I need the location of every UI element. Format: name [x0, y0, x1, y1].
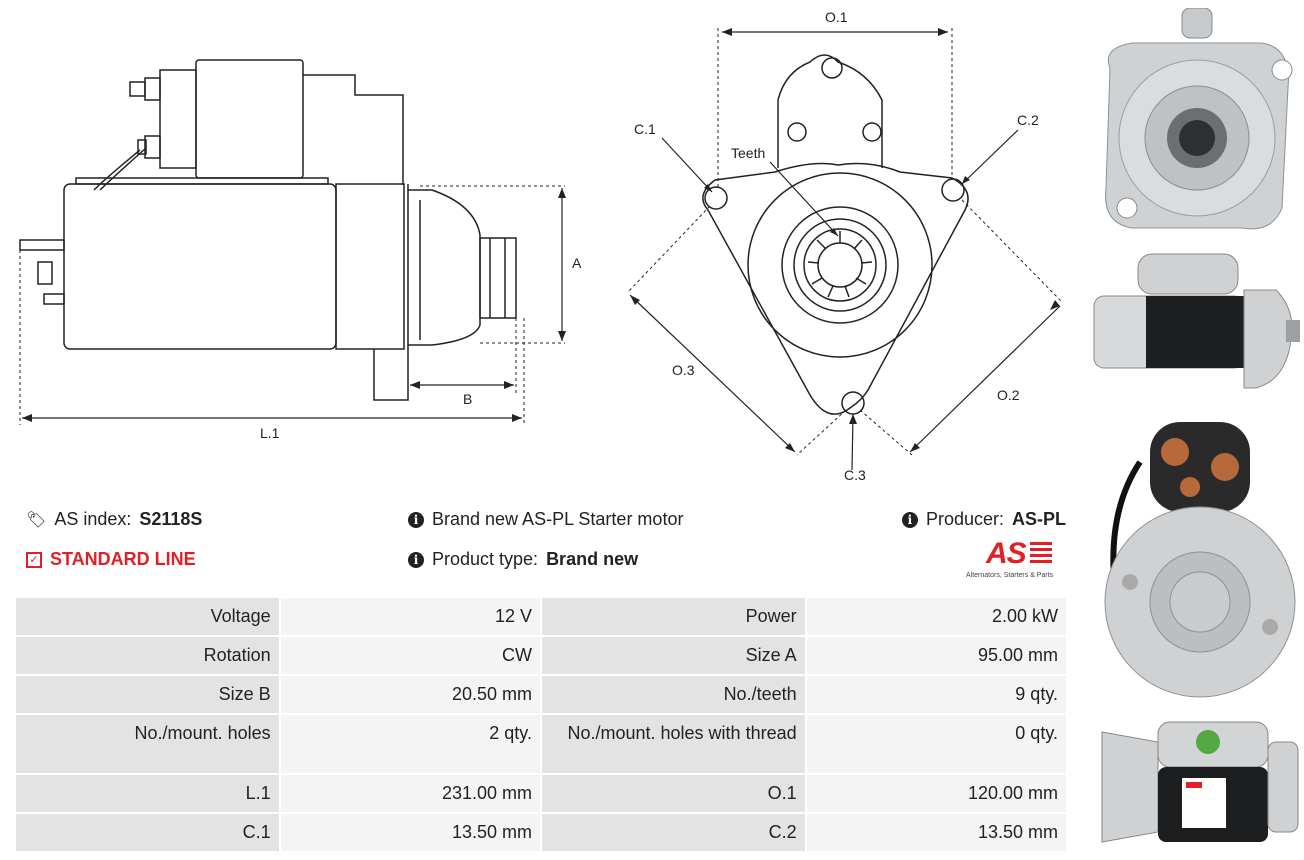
product-type-value: Brand new: [546, 549, 639, 569]
product-type: i Product type: Brand new: [408, 549, 638, 570]
spec-label: C.2: [541, 814, 805, 851]
spec-value: 120.00 mm: [806, 775, 1066, 812]
dimension-label-a: A: [572, 255, 582, 271]
dimension-label-o3: O.3: [672, 362, 695, 378]
brand-logo-mark: AS: [986, 537, 1027, 570]
spec-value: 2.00 kW: [806, 598, 1066, 635]
spec-value: 20.50 mm: [280, 676, 540, 713]
spec-label: No./teeth: [541, 676, 805, 713]
spec-value: 2 qty.: [280, 715, 540, 773]
dimension-label-l1: L.1: [260, 425, 280, 441]
info-icon: i: [408, 551, 424, 568]
product-photo-front: [1092, 8, 1300, 248]
spec-label: No./mount. holes with thread: [541, 715, 805, 773]
dimension-label-teeth: Teeth: [731, 145, 765, 161]
product-type-label: Product type:: [432, 549, 539, 569]
description-text: Brand new AS-PL Starter motor: [432, 509, 684, 529]
dimension-label-c3: C.3: [844, 467, 866, 483]
spec-label: L.1: [16, 775, 279, 812]
spec-value: 9 qty.: [806, 676, 1066, 713]
dimension-label-c2: C.2: [1017, 112, 1039, 128]
spec-value: 13.50 mm: [806, 814, 1066, 851]
spec-label: Size A: [541, 637, 805, 674]
as-index: 🏷︎ AS index: S2118S: [26, 509, 202, 530]
brand-logo-tagline: Alternators, Starters & Parts: [966, 572, 1054, 579]
info-icon: i: [408, 511, 424, 528]
producer-value: AS-PL: [1012, 509, 1066, 529]
spec-label: Size B: [16, 676, 279, 713]
dimension-label-b: B: [463, 391, 472, 407]
product-photo-side: [1086, 250, 1302, 392]
checkbox-icon: ✓: [26, 551, 42, 568]
dimension-label-c1: C.1: [634, 121, 656, 137]
spec-value: 0 qty.: [806, 715, 1066, 773]
brand-logo-stripes: [1030, 542, 1052, 566]
spec-label: Power: [541, 598, 805, 635]
product-photo-rear: [1100, 402, 1300, 702]
spec-label: C.1: [16, 814, 279, 851]
side-view-drawing: A B L.1: [19, 59, 582, 441]
dimension-label-o1: O.1: [825, 9, 848, 25]
brand-logo: AS Alternators, Starters & Parts: [966, 538, 1070, 584]
spec-label: No./mount. holes: [16, 715, 279, 773]
spec-value: CW: [280, 637, 540, 674]
standard-line-label: STANDARD LINE: [50, 549, 196, 569]
spec-value: 95.00 mm: [806, 637, 1066, 674]
spec-value: 12 V: [280, 598, 540, 635]
spec-label: Voltage: [16, 598, 279, 635]
as-index-label: AS index:: [54, 509, 132, 529]
producer: i Producer: AS-PL: [901, 509, 1066, 530]
dimension-label-o2: O.2: [997, 387, 1020, 403]
product-photo-label-side: [1098, 712, 1302, 852]
standard-line-badge: ✓ STANDARD LINE: [26, 549, 196, 570]
spec-value: 231.00 mm: [280, 775, 540, 812]
info-icon: i: [901, 511, 918, 528]
tags-icon: 🏷︎: [26, 511, 47, 529]
front-view-drawing: O.1 C.1 C.2 Teeth O.3 O.2 C.3: [627, 9, 1063, 483]
producer-label: Producer:: [925, 509, 1004, 529]
spec-label: O.1: [541, 775, 805, 812]
description: i Brand new AS-PL Starter motor: [408, 509, 683, 530]
as-index-value: S2118S: [139, 509, 203, 529]
spec-value: 13.50 mm: [280, 814, 540, 851]
spec-label: Rotation: [16, 637, 279, 674]
